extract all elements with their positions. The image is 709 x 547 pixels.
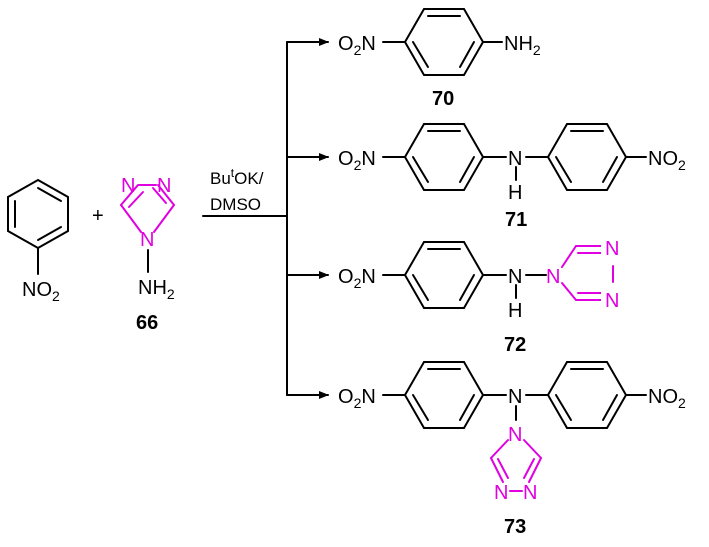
product-72: O2N N H N N N 72 (338, 236, 623, 356)
product-73: O2N N NO2 N N N (338, 361, 686, 538)
base-label: ButOK/ (210, 166, 264, 188)
triazole-n1: N (494, 482, 508, 504)
amine-nitrogen: N (508, 148, 522, 170)
nitro-label-left: O2N (338, 33, 376, 58)
benzene-ring-left (403, 123, 485, 191)
triazole-n2: N (605, 290, 619, 312)
benzene-ring (403, 8, 485, 76)
amine-hydrogen: H (508, 300, 522, 322)
nitro-label-right: NO2 (648, 386, 686, 411)
triazole-ring (120, 184, 175, 233)
benzene-ring-right (546, 361, 628, 429)
nitro-label-left: O2N (338, 386, 376, 411)
amine-hydrogen: H (508, 182, 522, 204)
nitro-group-label: NO2 (22, 279, 60, 304)
compound-number-66: 66 (136, 312, 158, 334)
plus-sign: + (92, 205, 104, 227)
benzene-ring-right (546, 123, 628, 191)
benzene-ring (403, 241, 485, 309)
benzene-ring (7, 178, 69, 250)
nitro-label-left: O2N (338, 148, 376, 173)
triazole-n2: N (157, 175, 171, 197)
reaction-conditions: ButOK/ DMSO (210, 166, 264, 214)
triazole-n4: N (508, 424, 522, 446)
triazole-n4: N (140, 229, 154, 251)
aminotriazole: N N N NH2 66 (120, 175, 175, 334)
compound-number-71: 71 (505, 209, 527, 231)
triazole-ring (561, 236, 623, 311)
nitro-label-left: O2N (338, 266, 376, 291)
triazole-n2: N (523, 482, 537, 504)
product-70: O2N NH2 70 (338, 8, 541, 110)
amine-nitrogen: N (508, 386, 522, 408)
nitro-label-right: NO2 (648, 148, 686, 173)
triazole-n4: N (546, 266, 560, 288)
compound-number-73: 73 (504, 516, 526, 538)
branch-arrows (202, 38, 329, 399)
compound-number-70: 70 (432, 88, 454, 110)
solvent-label: DMSO (210, 195, 261, 214)
amino-label: NH2 (138, 277, 175, 302)
triazole-n1: N (121, 175, 135, 197)
amino-label: NH2 (504, 33, 541, 58)
product-71: O2N N H NO2 71 (338, 123, 686, 231)
amine-nitrogen: N (508, 266, 522, 288)
compound-number-72: 72 (504, 334, 526, 356)
triazole-n1: N (605, 238, 619, 260)
triazole-ring (490, 439, 542, 492)
nitrobenzene: NO2 (7, 178, 69, 304)
benzene-ring-left (403, 361, 485, 429)
